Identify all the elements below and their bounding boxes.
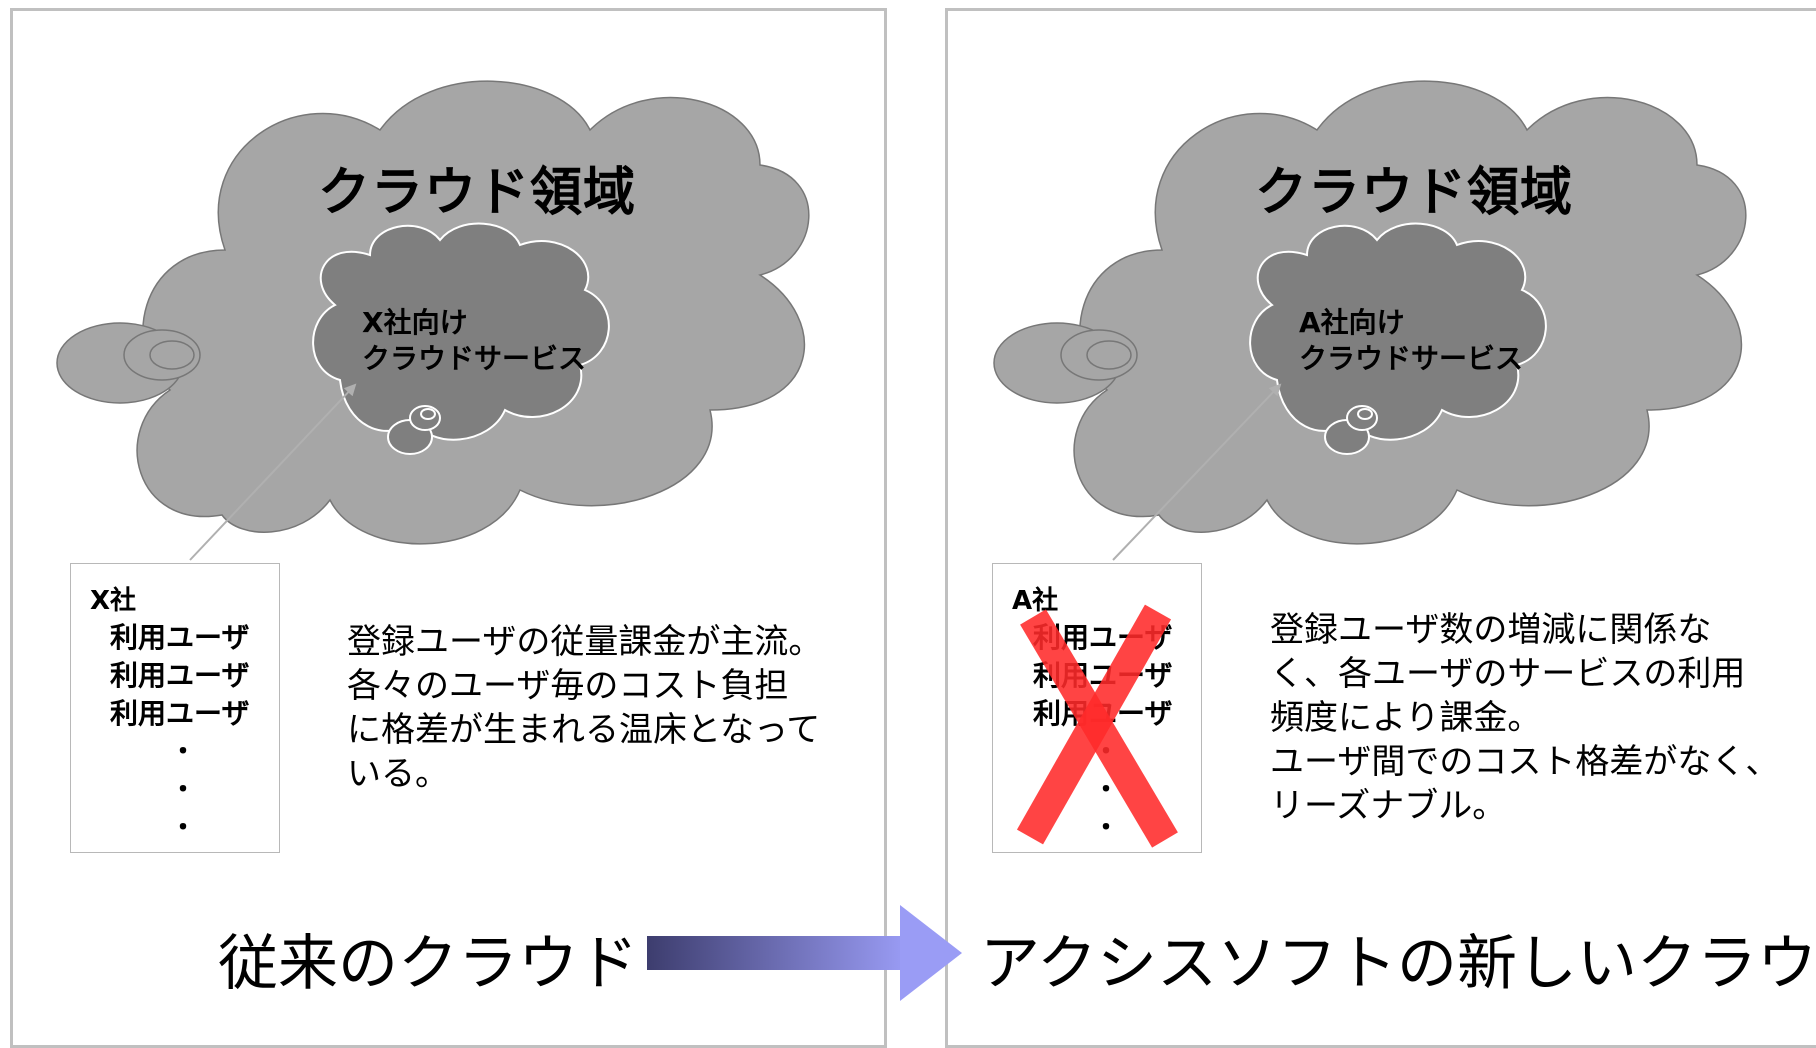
right-description: 登録ユーザ数の増減に関係な く、各ユーザのサービスの利用 頻度により課金。 ユー… <box>1270 608 1779 828</box>
left-description-line: 各々のユーザ毎のコスト負担 <box>347 666 789 706</box>
right-description-line: く、各ユーザのサービスの利用 <box>1270 654 1746 694</box>
right-service-line-1: A社向け <box>1299 306 1405 339</box>
left-description-line: 登録ユーザの従量課金が主流。 <box>347 622 823 662</box>
right-description-line: リーズナブル。 <box>1270 786 1507 826</box>
left-description-line: いる。 <box>347 754 449 794</box>
left-small-cloud <box>56 322 201 404</box>
left-dot-3: ・ <box>170 813 197 843</box>
right-description-line: 頻度により課金。 <box>1270 698 1542 738</box>
left-description-line: に格差が生まれる温床となって <box>347 710 821 750</box>
right-small-cloud <box>993 322 1138 404</box>
left-cloud-title: クラウド領域 <box>318 163 637 223</box>
right-company-name: A社 <box>1012 586 1059 616</box>
right-bottom-label: アクシスソフトの新しいクラウド <box>980 929 1816 999</box>
right-service-line-2: クラウドサービス <box>1299 342 1524 375</box>
left-description: 登録ユーザの従量課金が主流。 各々のユーザ毎のコスト負担 に格差が生まれる温床と… <box>347 620 822 796</box>
right-cloud-title: クラウド領域 <box>1255 163 1574 223</box>
left-dot-2: ・ <box>170 775 197 805</box>
left-user-2: 利用ユーザ <box>110 659 250 692</box>
right-link-arrow <box>1112 383 1282 561</box>
left-service-line-2: クラウドサービス <box>362 342 587 375</box>
left-bottom-label: 従来のクラウド <box>218 929 638 999</box>
left-user-1: 利用ユーザ <box>110 621 250 654</box>
left-link-arrow <box>189 383 357 561</box>
left-company-name: X社 <box>90 586 137 616</box>
right-dot-3: ・ <box>1093 813 1120 843</box>
right-inner-cloud <box>1249 222 1547 455</box>
left-user-3: 利用ユーザ <box>110 697 250 730</box>
left-company-box <box>70 563 280 853</box>
left-dot-1: ・ <box>170 737 197 767</box>
left-inner-cloud <box>312 222 610 455</box>
right-description-line: ユーザ間でのコスト格差がなく、 <box>1270 742 1780 782</box>
right-description-line: 登録ユーザ数の増減に関係な <box>1270 610 1712 650</box>
transition-arrow <box>647 905 962 1001</box>
left-service-line-1: X社向け <box>362 306 468 339</box>
